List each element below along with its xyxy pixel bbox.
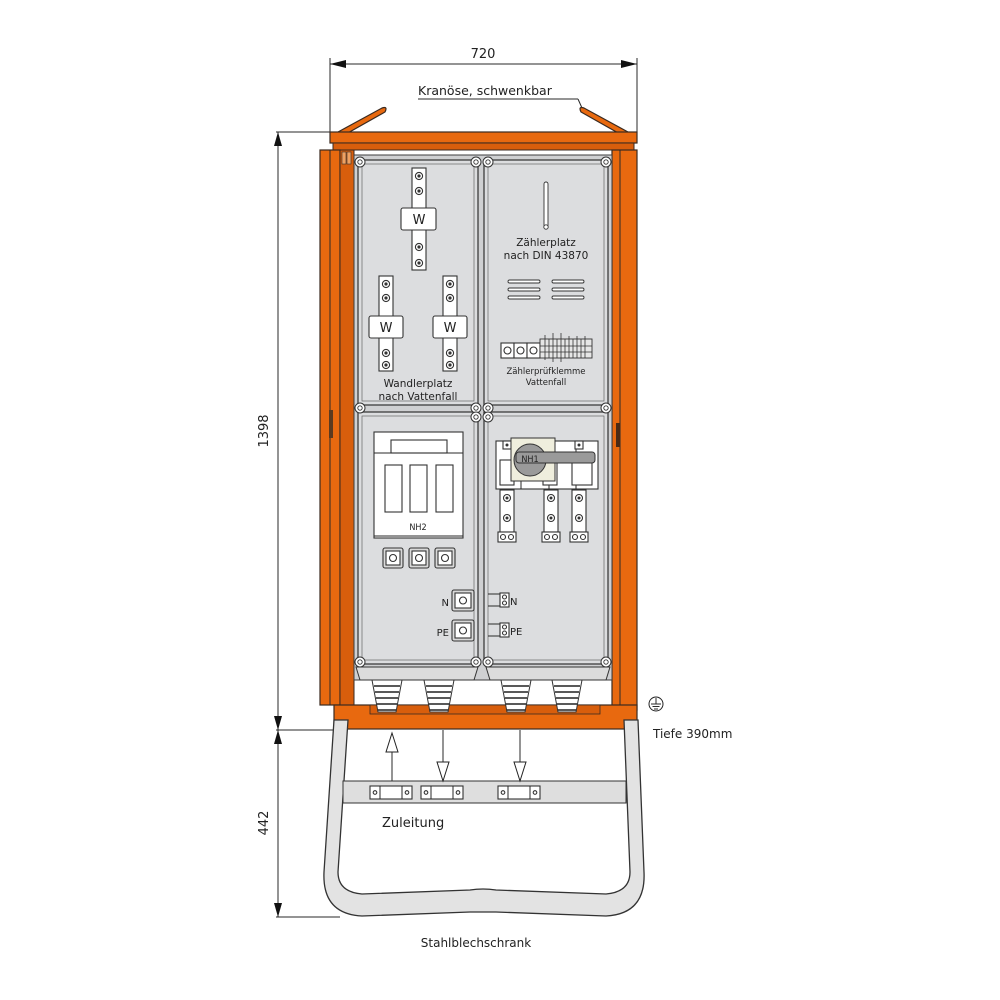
cabinet-roof — [329, 131, 638, 151]
meter-space-label-1: Zählerplatz — [516, 237, 576, 249]
meter-test-terminal-label-2: Vattenfall — [526, 378, 567, 388]
transformer-space-label-1: Wandlerplatz — [384, 378, 453, 390]
dimension-width: 720 — [329, 47, 638, 132]
panel-transformer-space: W W W Wandlerplatz nach Vattenfall — [357, 159, 479, 406]
cable-gland-3 — [500, 679, 532, 713]
gland-plate — [355, 666, 611, 681]
dimension-width-label: 720 — [471, 47, 496, 62]
n-label-right: N — [510, 597, 517, 608]
transformer-space-label-2: nach Vattenfall — [379, 391, 458, 403]
meter-space-label-2: nach DIN 43870 — [504, 250, 589, 262]
current-transformer-3: W — [432, 275, 468, 372]
cable-glands — [371, 679, 583, 713]
cable-gland-1 — [371, 679, 403, 713]
drawing-title: Stahlblechschrank — [421, 936, 532, 950]
nh2-output-terminals — [382, 547, 456, 569]
cabinet-housing — [319, 149, 638, 730]
switch-handle[interactable] — [515, 451, 596, 464]
nh2-label: NH2 — [409, 523, 426, 533]
current-transformer-1: W — [400, 167, 437, 271]
panel-nh2-fuse: NH2 N PE — [357, 411, 479, 665]
crane-eye-annotation: Kranöse, schwenkbar — [418, 83, 583, 109]
nh2-fuse-base[interactable]: NH2 — [373, 431, 464, 539]
pe-label-left: PE — [437, 628, 449, 639]
dimension-height-frame-label: 442 — [257, 811, 272, 836]
cable-clamps — [369, 785, 541, 800]
n-terminal-right: N — [488, 592, 517, 608]
feed-label: Zuleitung — [382, 816, 444, 831]
pe-terminal-right: PE — [488, 622, 522, 638]
panel-screws — [354, 156, 612, 668]
dimension-height: 1398 442 — [257, 131, 340, 918]
transformer-3-label: W — [444, 321, 457, 336]
depth-label: Tiefe 390mm — [652, 727, 732, 741]
transformer-1-label: W — [413, 213, 426, 228]
crane-eye-left — [336, 106, 387, 135]
cable-arrow-out-2 — [513, 730, 527, 783]
n-label-left: N — [442, 598, 449, 609]
panel-meter-space: Zählerplatz nach DIN 43870 — [483, 159, 609, 406]
n-terminal-left: N — [442, 589, 475, 612]
meter-test-terminal — [500, 333, 593, 362]
crane-eye-label: Kranöse, schwenkbar — [418, 83, 553, 98]
pe-terminal-left: PE — [437, 619, 475, 642]
nh1-label: NH1 — [521, 455, 538, 465]
meter-test-terminal-label-1: Zählerprüfklemme — [506, 367, 585, 377]
cable-gland-2 — [423, 679, 455, 713]
cable-gland-4 — [551, 679, 583, 713]
meter-mounting-slots — [507, 279, 585, 300]
cable-arrow-in — [385, 731, 399, 781]
panel-nh1-switch: NH1 N PE — [483, 411, 609, 665]
nh1-busbars — [497, 489, 589, 543]
nh1-switch-disconnector[interactable]: NH1 — [510, 437, 596, 482]
current-transformer-2: W — [368, 275, 404, 372]
transformer-2-label: W — [380, 321, 393, 336]
cable-arrow-out-1 — [436, 730, 450, 783]
pe-label-right: PE — [510, 627, 522, 638]
dimension-height-cabinet-label: 1398 — [257, 414, 272, 447]
crane-eye-right — [579, 106, 630, 135]
base-frame — [323, 719, 645, 917]
earth-ground-icon — [648, 696, 664, 712]
